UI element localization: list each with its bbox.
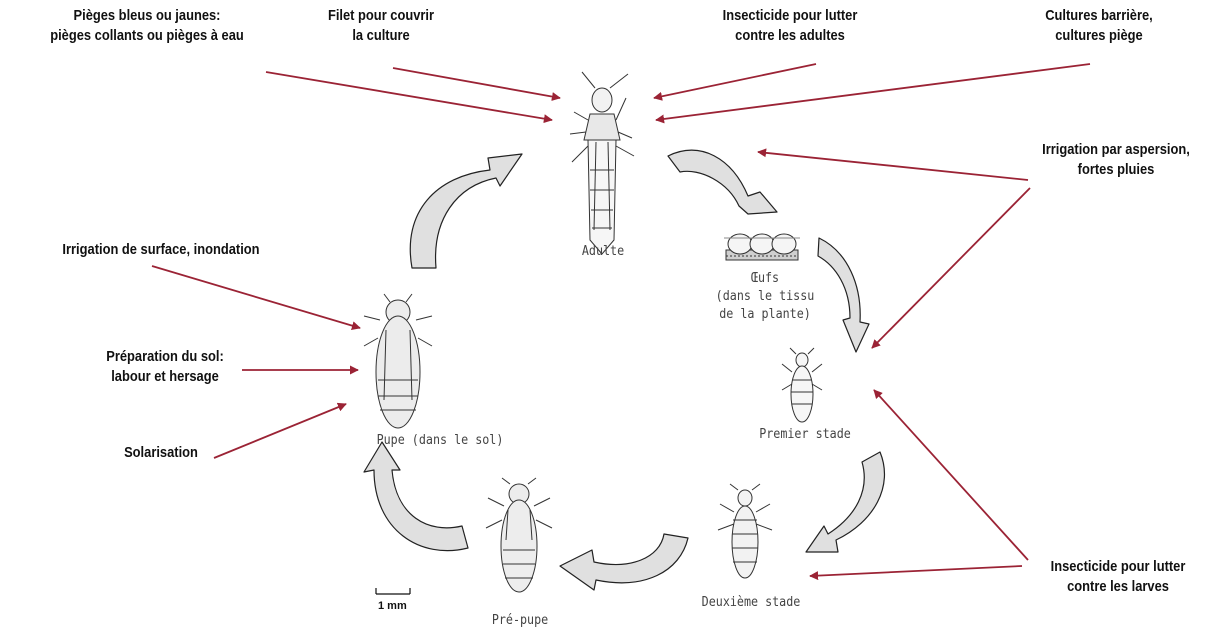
- stage-label-second-instar: Deuxième stade: [691, 594, 812, 612]
- first-instar-illustration: [782, 348, 822, 422]
- label-insecticide-larvae: Insecticide pour lutter contre les larve…: [1029, 557, 1208, 597]
- label-surface-irrigation: Irrigation de surface, inondation: [36, 240, 285, 260]
- arrow-insecticide-larvae-first: [874, 390, 1028, 560]
- cycle-arrow-second-to-prepupa: [560, 534, 688, 590]
- label-sprinkler: Irrigation par aspersion, fortes pluies: [1025, 140, 1207, 180]
- arrow-insecticide-adults: [654, 64, 816, 98]
- label-traps: Pièges bleus ou jaunes: pièges collants …: [21, 6, 274, 46]
- arrow-traps: [266, 72, 552, 120]
- cycle-arrow-adult-to-eggs: [668, 150, 777, 214]
- label-solarisation: Solarisation: [109, 443, 214, 463]
- cycle-arrow-pupa-to-adult: [410, 154, 522, 268]
- cycle-arrow-first-to-second: [806, 452, 884, 552]
- control-arrows: [152, 64, 1090, 576]
- arrow-surface-irrigation: [152, 266, 360, 328]
- arrow-sprinkler-larvae: [872, 188, 1030, 348]
- pupa-illustration: [364, 294, 432, 428]
- arrow-insecticide-larvae-second: [810, 566, 1022, 576]
- arrow-solarisation: [214, 404, 346, 458]
- arrow-sprinkler-adult: [758, 152, 1028, 180]
- stage-label-adult: Adulte: [564, 243, 641, 261]
- prepupa-illustration: [486, 478, 552, 592]
- label-soil-prep: Préparation du sol: labour et hersage: [85, 347, 245, 387]
- adult-thrips-illustration: [570, 72, 634, 254]
- stage-label-eggs: Œufs (dans le tissu de la plante): [707, 270, 824, 324]
- cycle-arrow-prepupa-to-pupa: [364, 442, 468, 551]
- stage-label-pupa: Pupe (dans le sol): [359, 432, 521, 450]
- stage-label-first-instar: Premier stade: [745, 426, 866, 444]
- scale-bar-label: 1 mm: [378, 600, 407, 612]
- label-net: Filet pour couvrir la culture: [317, 6, 446, 46]
- label-insecticide-adults: Insecticide pour lutter contre les adult…: [704, 6, 876, 46]
- label-barrier-crops: Cultures barrière, cultures piège: [1022, 6, 1175, 46]
- cycle-arrow-eggs-to-first: [818, 238, 869, 352]
- scale-bar: [376, 588, 410, 594]
- arrow-net: [393, 68, 560, 98]
- eggs-illustration: [724, 234, 800, 260]
- stage-label-prepupa: Pré-pupe: [475, 612, 565, 630]
- second-instar-illustration: [718, 484, 772, 578]
- arrow-barrier-crops: [656, 64, 1090, 120]
